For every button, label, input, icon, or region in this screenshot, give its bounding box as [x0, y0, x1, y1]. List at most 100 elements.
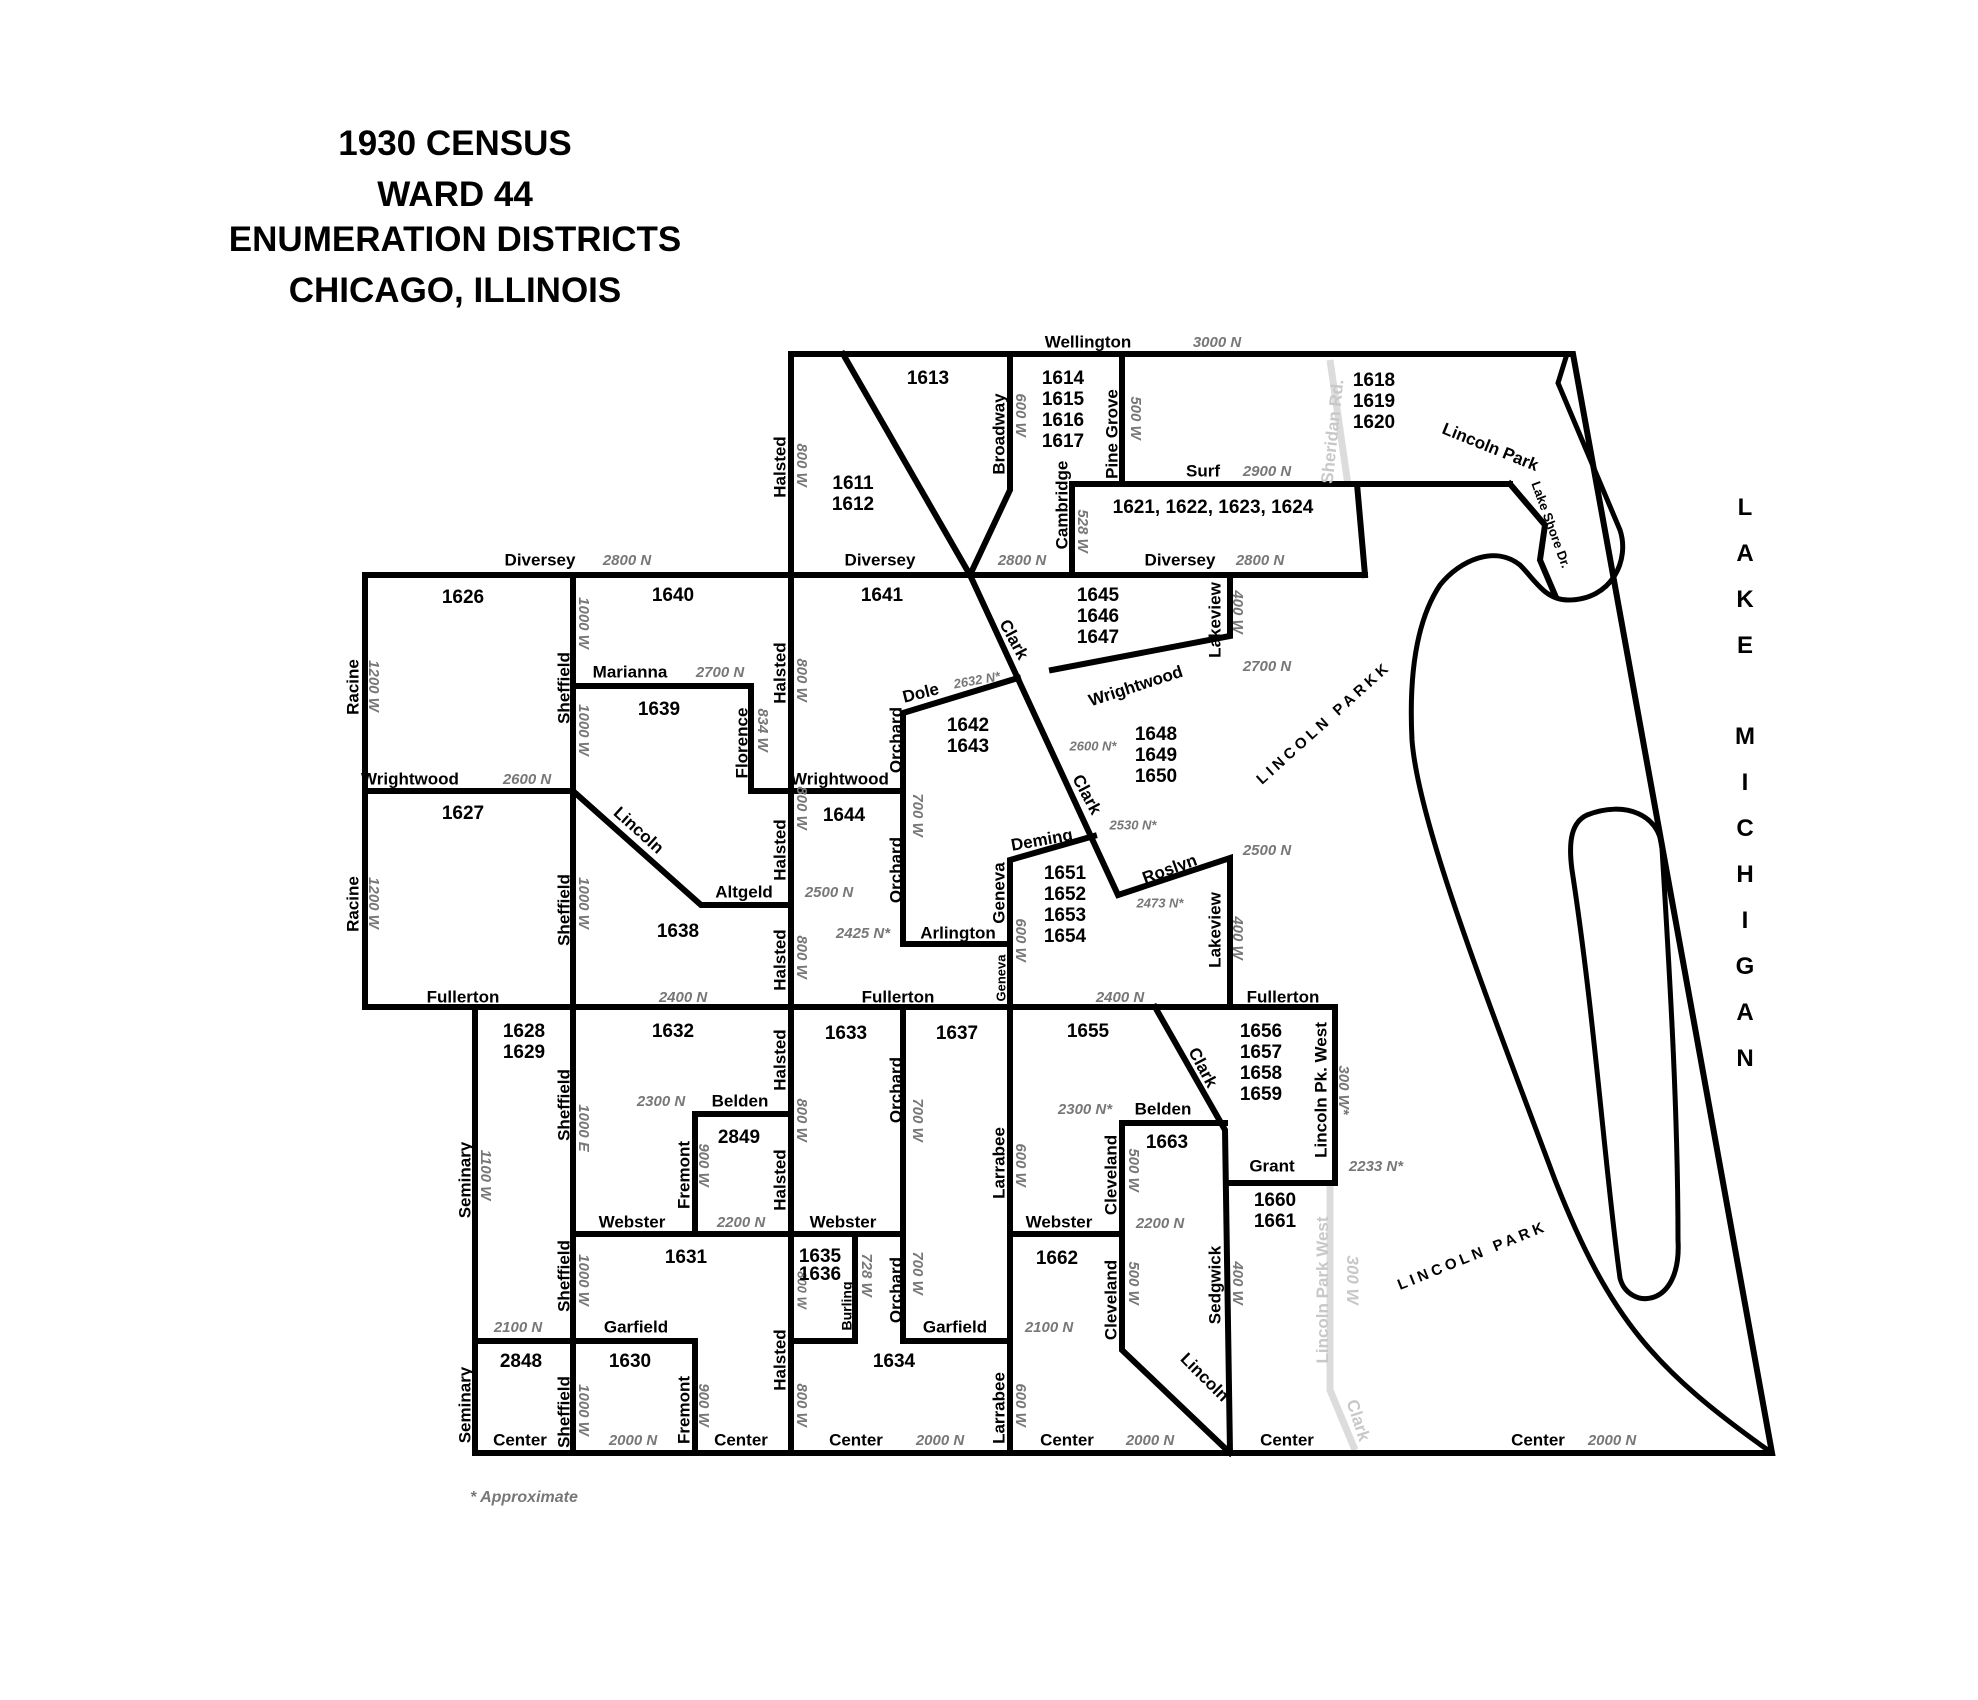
- district-label: 1646: [1077, 606, 1119, 627]
- address-label: 2233 N*: [1348, 1158, 1404, 1175]
- address-label: 3000 N: [1193, 334, 1243, 351]
- deming-geneva-line: [1007, 832, 1098, 1456]
- district-label: 1643: [947, 736, 989, 757]
- address-label: 1200 W: [365, 877, 382, 931]
- street-label: Seminary: [455, 1366, 474, 1443]
- address-label: 2800 N: [997, 552, 1048, 569]
- address-label: 1000 W: [575, 1384, 592, 1438]
- address-label: 2700 N: [1242, 658, 1293, 675]
- address-label: 800 W: [793, 1383, 810, 1428]
- lincoln-park-middle-label: LINCOLN PARKK: [1253, 658, 1394, 788]
- street-label: Racine: [343, 876, 362, 932]
- clark-roslyn-line: [838, 349, 1233, 1010]
- lake-shore-drive-line: [1505, 479, 1559, 599]
- belden-fremont-line: [692, 1111, 794, 1237]
- street-label: Center: [1040, 1430, 1094, 1449]
- address-label: 1200 W: [365, 660, 382, 714]
- title-line-1: 1930 CENSUS: [338, 124, 572, 163]
- district-label: 1640: [652, 585, 694, 606]
- address-label: 2400 N: [1095, 989, 1146, 1006]
- address-label: 700 W: [909, 1098, 926, 1143]
- street-label: Sheffield: [554, 874, 573, 946]
- street-label: Sheffield: [554, 1376, 573, 1448]
- address-label: 2000 N: [1587, 1432, 1638, 1449]
- address-label: 2400 N: [658, 989, 709, 1006]
- address-label: 2000 N: [1125, 1432, 1176, 1449]
- street-label: Lincoln Pk. West: [1311, 1022, 1330, 1158]
- district-label: 2849: [718, 1127, 760, 1148]
- street-label: Fremont: [674, 1376, 693, 1444]
- street-label: Orchard: [886, 1257, 905, 1323]
- street-label: Halsted: [770, 1029, 789, 1090]
- street-label: Center: [493, 1430, 547, 1449]
- marianna-florence-line: [570, 683, 906, 794]
- surf-block: [1069, 481, 1369, 579]
- street-label: Belden: [712, 1091, 769, 1110]
- street-label: Arlington: [920, 923, 996, 942]
- district-label: 1652: [1044, 884, 1086, 905]
- district-label: 1613: [907, 368, 949, 389]
- street-label: Belden: [1135, 1099, 1192, 1118]
- address-label: 800 W: [793, 935, 810, 980]
- faint-streets: [1326, 359, 1359, 1452]
- address-label: 1000 W: [575, 704, 592, 758]
- address-label: 1000 W: [575, 1254, 592, 1308]
- district-label: 1630: [609, 1351, 651, 1372]
- address-label: 2200 N: [1135, 1215, 1186, 1232]
- district-label: 1657: [1240, 1042, 1282, 1063]
- approximate-footnote: * Approximate: [470, 1489, 578, 1506]
- district-label: 1642: [947, 715, 989, 736]
- street-label: Seminary: [455, 1141, 474, 1218]
- address-label: 500 W: [1127, 396, 1144, 441]
- district-label: 1631: [665, 1247, 708, 1268]
- street-label: Garfield: [604, 1317, 668, 1336]
- address-label: 900 W: [695, 1383, 712, 1428]
- street-label: Halsted: [770, 819, 789, 880]
- lincoln-park-north-label: Lincoln Park: [1440, 419, 1542, 475]
- address-label: 500 W: [1125, 1261, 1142, 1306]
- address-label: 300 W*: [1335, 1065, 1352, 1115]
- district-label: 1626: [442, 587, 484, 608]
- wrightwood-east-line: [1048, 572, 1233, 674]
- district-label: 1633: [825, 1023, 867, 1044]
- address-label: 528 W: [1074, 509, 1091, 554]
- district-label: 1659: [1240, 1084, 1282, 1105]
- area-labels: Lincoln Park LINCOLN PARKK LINCOLN PARK …: [1253, 378, 1755, 1444]
- address-label: 2800 N: [1235, 552, 1286, 569]
- district-label: 1621, 1622, 1623, 1624: [1113, 497, 1314, 518]
- address-label: 400 W: [1229, 1260, 1246, 1306]
- address-label: 800 W: [793, 443, 810, 488]
- street-label: Orchard: [886, 1057, 905, 1123]
- district-label: 1637: [936, 1023, 978, 1044]
- district-label: 1660: [1254, 1190, 1296, 1211]
- street-label: Wrightwood: [1086, 662, 1185, 710]
- address-label: 400 W: [1229, 915, 1246, 961]
- grant-lpwest-line: [1227, 1004, 1338, 1186]
- street-label: Fullerton: [1247, 987, 1320, 1006]
- address-label: 2100 N: [493, 1319, 544, 1336]
- street-label: Center: [1260, 1430, 1314, 1449]
- street-label: Diversey: [505, 550, 576, 569]
- district-label: 1663: [1146, 1132, 1188, 1153]
- district-label: 1629: [503, 1042, 545, 1063]
- address-label: 2425 N*: [835, 925, 891, 942]
- street-label: Halsted: [770, 1149, 789, 1210]
- shoreline: [1408, 353, 1774, 1456]
- street-label: Burling: [839, 1282, 855, 1331]
- lincoln-park-west-label: Lincoln Park West: [1313, 1216, 1332, 1363]
- district-label: 1644: [823, 805, 866, 826]
- address-label: 1000 W: [575, 877, 592, 931]
- street-label: Sedgwick: [1205, 1245, 1224, 1324]
- district-label: 1658: [1240, 1063, 1282, 1084]
- street-label: Florence: [732, 708, 751, 779]
- street-label: Orchard: [886, 707, 905, 773]
- address-label: 700 W: [909, 1251, 926, 1296]
- street-label: Fullerton: [427, 987, 500, 1006]
- address-label: 600 W: [1012, 918, 1029, 963]
- district-label: 1638: [657, 921, 699, 942]
- district-label: 1649: [1135, 745, 1177, 766]
- address-label: 1000 E: [575, 1104, 592, 1153]
- address-label: 2300 N: [636, 1093, 687, 1110]
- district-label: 1616: [1042, 410, 1084, 431]
